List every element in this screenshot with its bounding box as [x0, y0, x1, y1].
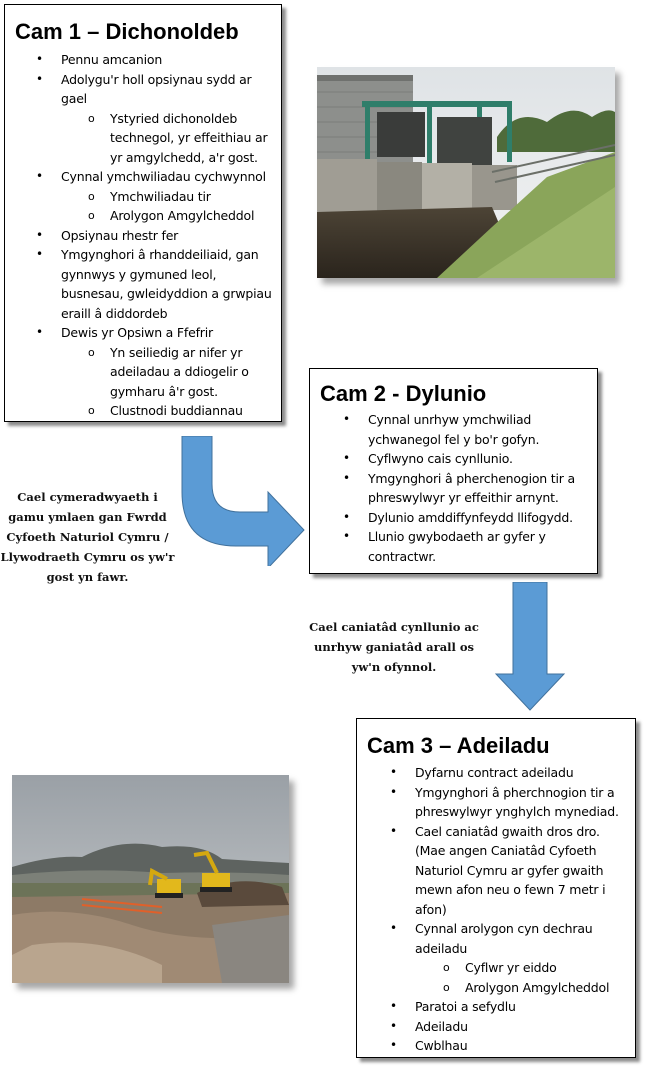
- planning-note: Cael caniatâd cynllunio ac unrhyw ganiat…: [309, 620, 479, 674]
- stage-3-item: •Paratoi a sefydlu: [390, 999, 516, 1014]
- stage-3-item: •Adeiladu: [390, 1018, 468, 1034]
- stage-3-box: Cam 3 – Adeiladu •Dyfarnu contract adeil…: [356, 718, 636, 1058]
- construction-site-illustration: [12, 775, 289, 983]
- stage-2-item: •Cynnal unrhyw ymchwiliad ychwanegol fel…: [343, 412, 540, 447]
- stage-2-item: •Dylunio amddiffynfeydd llifogydd.: [343, 509, 573, 525]
- stage-3-item: •Ymgynghori â pherchnogion tir a phreswy…: [390, 784, 619, 820]
- stage-3-item: •Cwblhau: [390, 1038, 468, 1053]
- sluice-gate-illustration: [317, 67, 615, 278]
- stage-1-box: Cam 1 – Dichonoldeb •Pennu amcanion •Ado…: [4, 4, 282, 422]
- down-arrow-icon: [494, 582, 566, 711]
- stage-2-item: •Llunio gwybodaeth ar gyfer y contractwr…: [343, 529, 546, 564]
- stage-2-item: •Cyflwyno cais cynllunio.: [343, 451, 513, 466]
- sluice-gate-photo: [317, 67, 615, 278]
- stage-3-title: Cam 3 – Adeiladu: [367, 733, 550, 758]
- stage-1-list: •Pennu amcanion •Adolygu'r holl opsiynau…: [15, 50, 275, 421]
- stage-2-list: •Cynnal unrhyw ymchwiliad ychwanegol fel…: [320, 410, 578, 566]
- stage-3-item: •Cael caniatâd gwaith dros dro. (Mae ang…: [390, 823, 606, 917]
- stage-3-list: •Dyfarnu contract adeiladu •Ymgynghori â…: [367, 763, 629, 1056]
- stage-2-title: Cam 2 - Dylunio: [320, 381, 487, 406]
- stage-1-item: •Ymgynghori â rhanddeiliaid, gan gynnwys…: [36, 247, 272, 321]
- approval-note: Cael cymeradwyaeth i gamu ymlaen gan Fwr…: [0, 490, 175, 584]
- curved-arrow-icon: [181, 436, 305, 566]
- stage-1-title: Cam 1 – Dichonoldeb: [15, 19, 239, 44]
- stage-1-item: •Pennu amcanion: [36, 52, 163, 67]
- stage-3-item: •Dyfarnu contract adeiladu: [390, 765, 574, 780]
- stage-2-item: •Ymgynghori â pherchenogion tir a phresw…: [343, 470, 575, 506]
- construction-site-photo: [12, 775, 289, 983]
- stage-2-box: Cam 2 - Dylunio •Cynnal unrhyw ymchwilia…: [309, 368, 598, 574]
- stage-1-item: •Opsiynau rhestr fer: [36, 227, 179, 243]
